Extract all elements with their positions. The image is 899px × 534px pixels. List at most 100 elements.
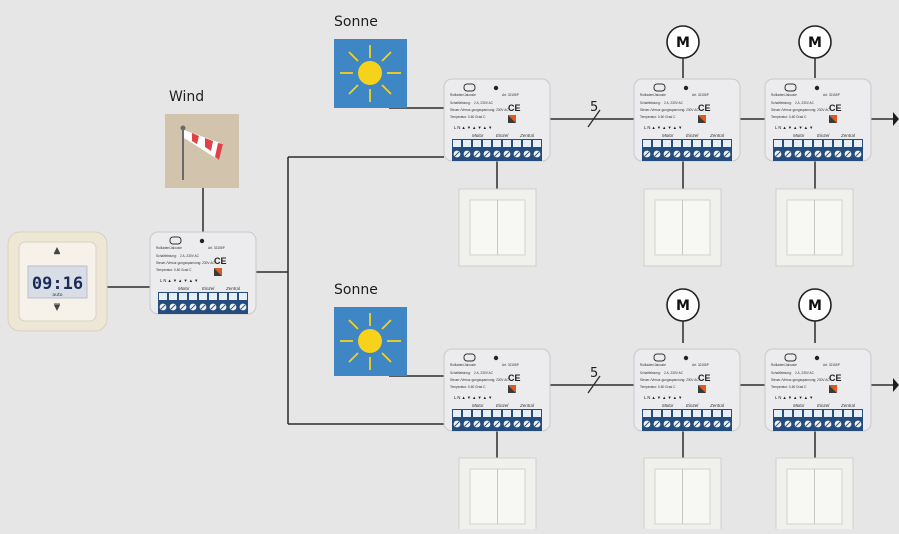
terminal-slot — [834, 410, 842, 417]
terminal-slot — [663, 410, 671, 417]
terminal-slot — [239, 293, 247, 300]
actuator-group-motor: Motor — [662, 403, 674, 408]
terminal-slot — [824, 140, 832, 147]
screw-slot — [704, 151, 710, 157]
sun-label-bottom: Sonne — [334, 282, 378, 298]
terminal-slot — [219, 293, 227, 300]
motor-icon-bottom-1: M — [666, 288, 700, 322]
screw-slot — [835, 151, 841, 157]
terminal-slot — [844, 140, 852, 147]
bus-marker-bottom: 5 — [587, 366, 601, 394]
terminal-slot — [723, 410, 731, 417]
terminal-slot — [693, 140, 701, 147]
actuator-button — [653, 353, 666, 362]
actuator-group-motor: Motor — [793, 403, 805, 408]
wind-sensor-icon — [165, 114, 239, 188]
actuator-spec-switching: Schaltleistung: — [156, 254, 177, 258]
terminal-slot — [179, 293, 187, 300]
actuator-terminal-row: L N ▲ ▼ ▲ ▼ ▲ ▼ — [775, 395, 813, 400]
terminal-slot — [229, 293, 237, 300]
wall-switch-top-2 — [643, 188, 722, 267]
screw-slot — [795, 151, 801, 157]
actuator-spec-switching: Schaltleistung: — [771, 101, 792, 105]
actuator-led — [493, 355, 499, 361]
wall-switch-top-3 — [775, 188, 854, 267]
terminal-slot — [774, 140, 782, 147]
manufacturer-logo-shadow — [698, 115, 706, 123]
actuator-led — [814, 85, 820, 91]
actuator-spec-switching-value: 2 A, 230V AC — [795, 101, 815, 105]
screw-slot — [474, 151, 480, 157]
screw-slot — [805, 151, 811, 157]
actuator-title: Rollladen/Jalousie — [450, 93, 476, 97]
actuator-group-single: Einzel — [686, 133, 699, 138]
terminal-slot — [503, 410, 511, 417]
actuator-group-single: Einzel — [496, 403, 509, 408]
terminal-slot — [723, 140, 731, 147]
screw-slot — [785, 151, 791, 157]
terminal-slot — [673, 140, 681, 147]
actuator-group-single: Einzel — [817, 133, 830, 138]
actuator-article: Art. 32155P — [502, 93, 519, 97]
up-arrow-icon — [54, 247, 60, 253]
actuator-spec-temp: Temperatur: 0-60 Grad C — [450, 115, 486, 119]
screw-slot — [815, 151, 821, 157]
actuator-terminal-row: L N ▲ ▼ ▲ ▼ ▲ ▼ — [644, 125, 682, 130]
actuator-button — [169, 236, 182, 245]
screw-slot — [694, 421, 700, 427]
actuator-spec-control: Steuer-/Versor-gungsspannung: 230V AC — [450, 108, 509, 112]
actuator-led — [683, 85, 689, 91]
actuator-spec-control: Steuer-/Versor-gungsspannung: 230V AC — [156, 261, 215, 265]
actuator-spec-control: Steuer-/Versor-gungsspannung: 230V AC — [771, 108, 830, 112]
actuator-title: Rollladen/Jalousie — [771, 93, 797, 97]
actuator-spec-switching-value: 2 A, 230V AC — [474, 371, 494, 375]
terminal-slot — [453, 410, 461, 417]
terminal-slot — [794, 140, 802, 147]
screw-slot — [845, 421, 851, 427]
terminal-slot — [483, 410, 491, 417]
screw-slot — [454, 421, 460, 427]
terminal-slot — [784, 410, 792, 417]
terminal-slot — [189, 293, 197, 300]
continue-arrow-top — [893, 112, 899, 126]
actuator-spec-switching-value: 2 A, 230V AC — [664, 101, 684, 105]
actuator-button — [653, 83, 666, 92]
screw-slot — [855, 151, 861, 157]
manufacturer-logo-shadow — [698, 385, 706, 393]
terminal-slot — [453, 140, 461, 147]
screw-slot — [514, 151, 520, 157]
terminal-slot — [804, 410, 812, 417]
continue-arrow-bottom — [893, 378, 899, 392]
screw-slot — [855, 421, 861, 427]
sun-label-top: Sonne — [334, 14, 378, 30]
actuator-button — [463, 353, 476, 362]
terminal-slot — [713, 140, 721, 147]
terminal-slot — [493, 410, 501, 417]
actuator-title: Rollladen/Jalousie — [640, 93, 666, 97]
screw-slot — [454, 151, 460, 157]
manufacturer-logo-shadow — [829, 385, 837, 393]
actuator-led — [683, 355, 689, 361]
actuator-terminal-row: L N ▲ ▼ ▲ ▼ ▲ ▼ — [775, 125, 813, 130]
bus-marker-top: 5 — [587, 100, 601, 128]
wall-switch-top-1 — [458, 188, 537, 267]
terminal-slot — [854, 410, 862, 417]
ce-mark-icon: CE — [214, 256, 227, 266]
screw-slot — [714, 151, 720, 157]
screw-slot — [644, 421, 650, 427]
actuator-spec-switching-value: 2 A, 230V AC — [664, 371, 684, 375]
screw-slot — [514, 421, 520, 427]
actuator-group-central: Zentral — [709, 133, 725, 138]
terminal-slot — [814, 140, 822, 147]
screw-slot — [825, 421, 831, 427]
actuator-title: Rollladen/Jalousie — [450, 363, 476, 367]
actuator-spec-control: Steuer-/Versor-gungsspannung: 230V AC — [640, 378, 699, 382]
screw-slot — [494, 421, 500, 427]
